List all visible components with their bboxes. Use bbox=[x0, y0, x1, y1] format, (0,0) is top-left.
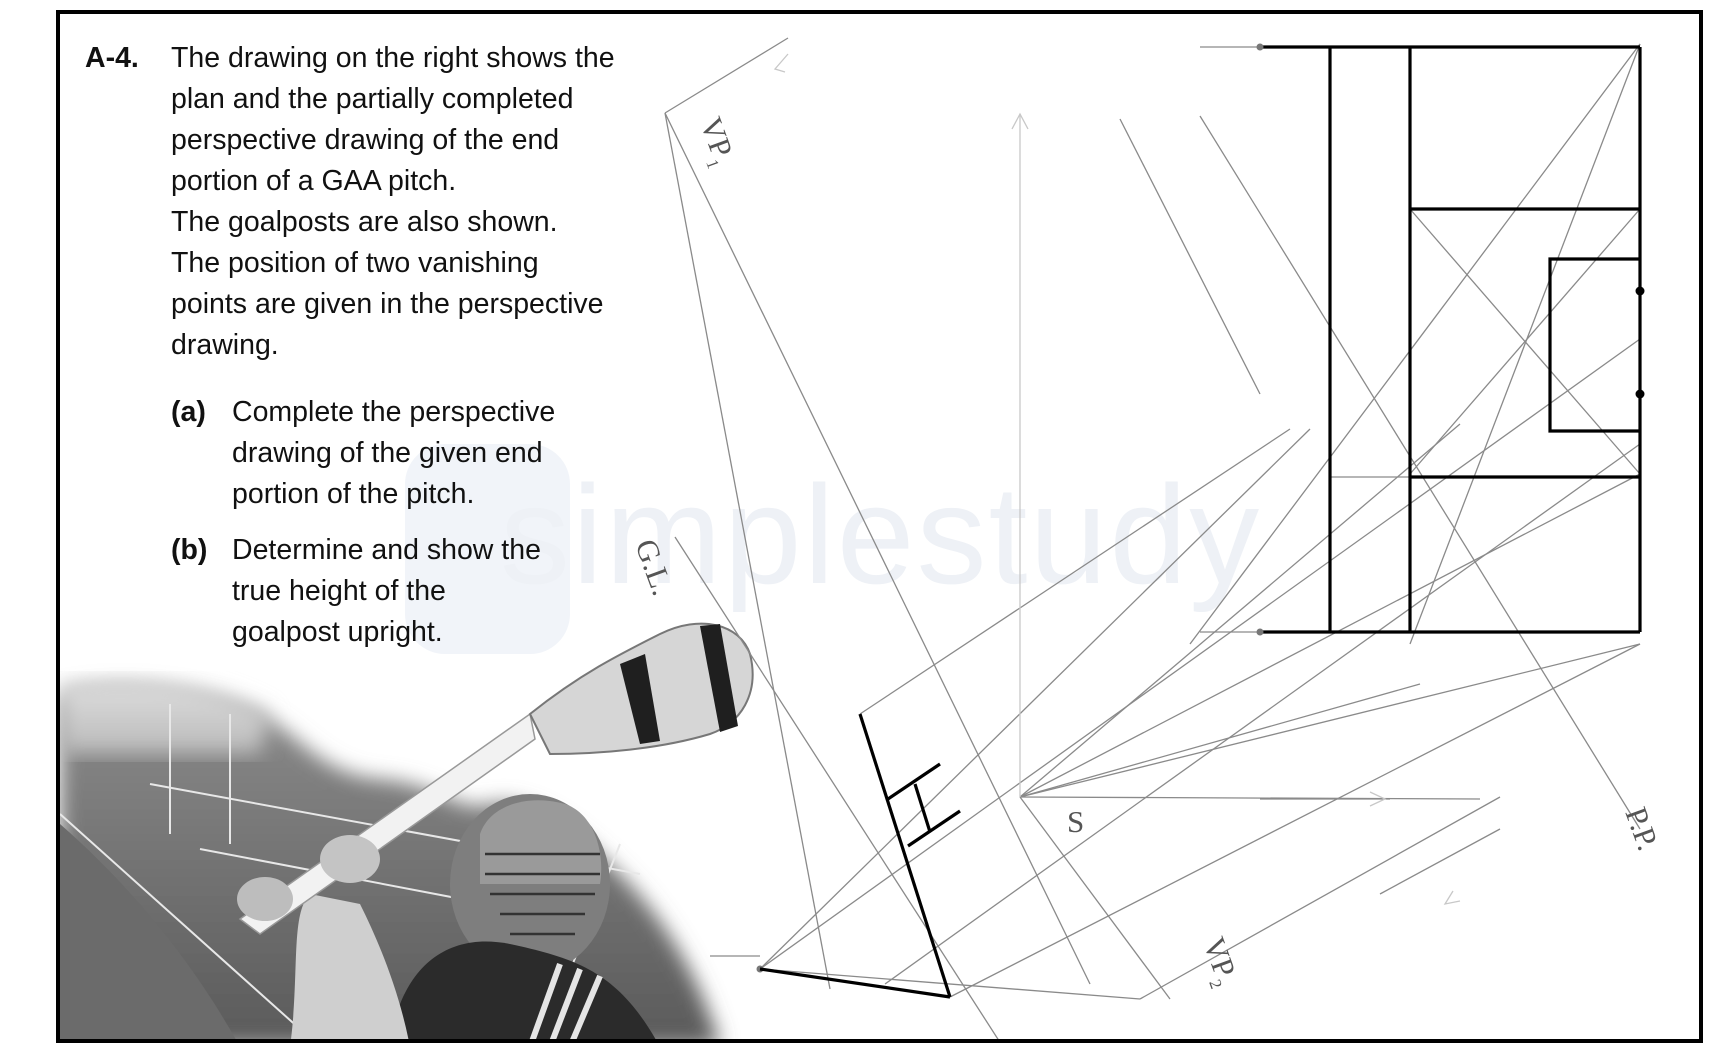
question-number: A-4. bbox=[85, 42, 139, 74]
construction-line bbox=[1119, 118, 1261, 395]
question-line: portion of a GAA pitch. bbox=[171, 165, 457, 197]
construction-line bbox=[759, 428, 1311, 970]
part-a-text: Complete the perspective drawing of the … bbox=[232, 396, 556, 510]
construction-line bbox=[1019, 473, 1641, 798]
construction-line bbox=[664, 37, 789, 114]
hurling-photo bbox=[60, 622, 754, 1039]
picture-plane-label: P.P. bbox=[1618, 802, 1666, 854]
construction-line bbox=[664, 112, 1091, 985]
question-frame: simplestudy bbox=[56, 10, 1703, 1043]
construction-line bbox=[1409, 43, 1641, 645]
construction-line bbox=[1139, 796, 1501, 1000]
goalpost-right-dot bbox=[1635, 389, 1645, 399]
question-line: plan and the partially completed bbox=[171, 83, 574, 115]
ground-line-label: G.L. bbox=[628, 534, 680, 599]
vp2-label: VP2 bbox=[1192, 932, 1246, 991]
plan-diagonal bbox=[1409, 208, 1641, 475]
part-b-label: (b) bbox=[171, 534, 208, 566]
construction-line bbox=[759, 968, 1141, 1000]
question-line: The position of two vanishing bbox=[171, 247, 539, 279]
construction-line bbox=[884, 443, 1641, 985]
construction-line bbox=[664, 112, 831, 990]
construction-line bbox=[1019, 796, 1481, 800]
ground-line bbox=[674, 536, 999, 1039]
construction-line bbox=[1019, 643, 1641, 798]
construction-line bbox=[1019, 683, 1421, 798]
station-point-label: S bbox=[1067, 804, 1084, 839]
question-line: The goalposts are also shown. bbox=[171, 206, 558, 238]
perspective-drawing: VP1 VP2 G.L. P.P. S bbox=[628, 37, 1666, 1039]
picture-plane-line bbox=[1199, 115, 1641, 830]
question-line: The drawing on the right shows the bbox=[171, 42, 615, 74]
watermark-text: simplestudy bbox=[500, 456, 1262, 613]
part-a-label: (a) bbox=[171, 396, 206, 428]
construction-line bbox=[949, 643, 1641, 998]
question-line: points are given in the perspective bbox=[171, 288, 604, 320]
construction-line bbox=[1189, 43, 1641, 645]
construction-line bbox=[1019, 423, 1461, 798]
construction-line bbox=[1019, 796, 1171, 1000]
construction-line bbox=[759, 338, 1641, 970]
part-b-text: Determine and show the true height of th… bbox=[232, 534, 541, 648]
construction-line bbox=[859, 428, 1291, 715]
question-line: drawing. bbox=[171, 329, 279, 361]
pitch-plan bbox=[1260, 45, 1642, 634]
vp1-label: VP1 bbox=[689, 112, 743, 171]
goalpost-left-dot bbox=[1635, 286, 1645, 296]
question-line: perspective drawing of the end bbox=[171, 124, 560, 156]
question-body: The drawing on the right shows the plan … bbox=[171, 38, 691, 366]
watermark-logo-icon bbox=[405, 444, 570, 654]
partial-perspective bbox=[759, 713, 961, 999]
